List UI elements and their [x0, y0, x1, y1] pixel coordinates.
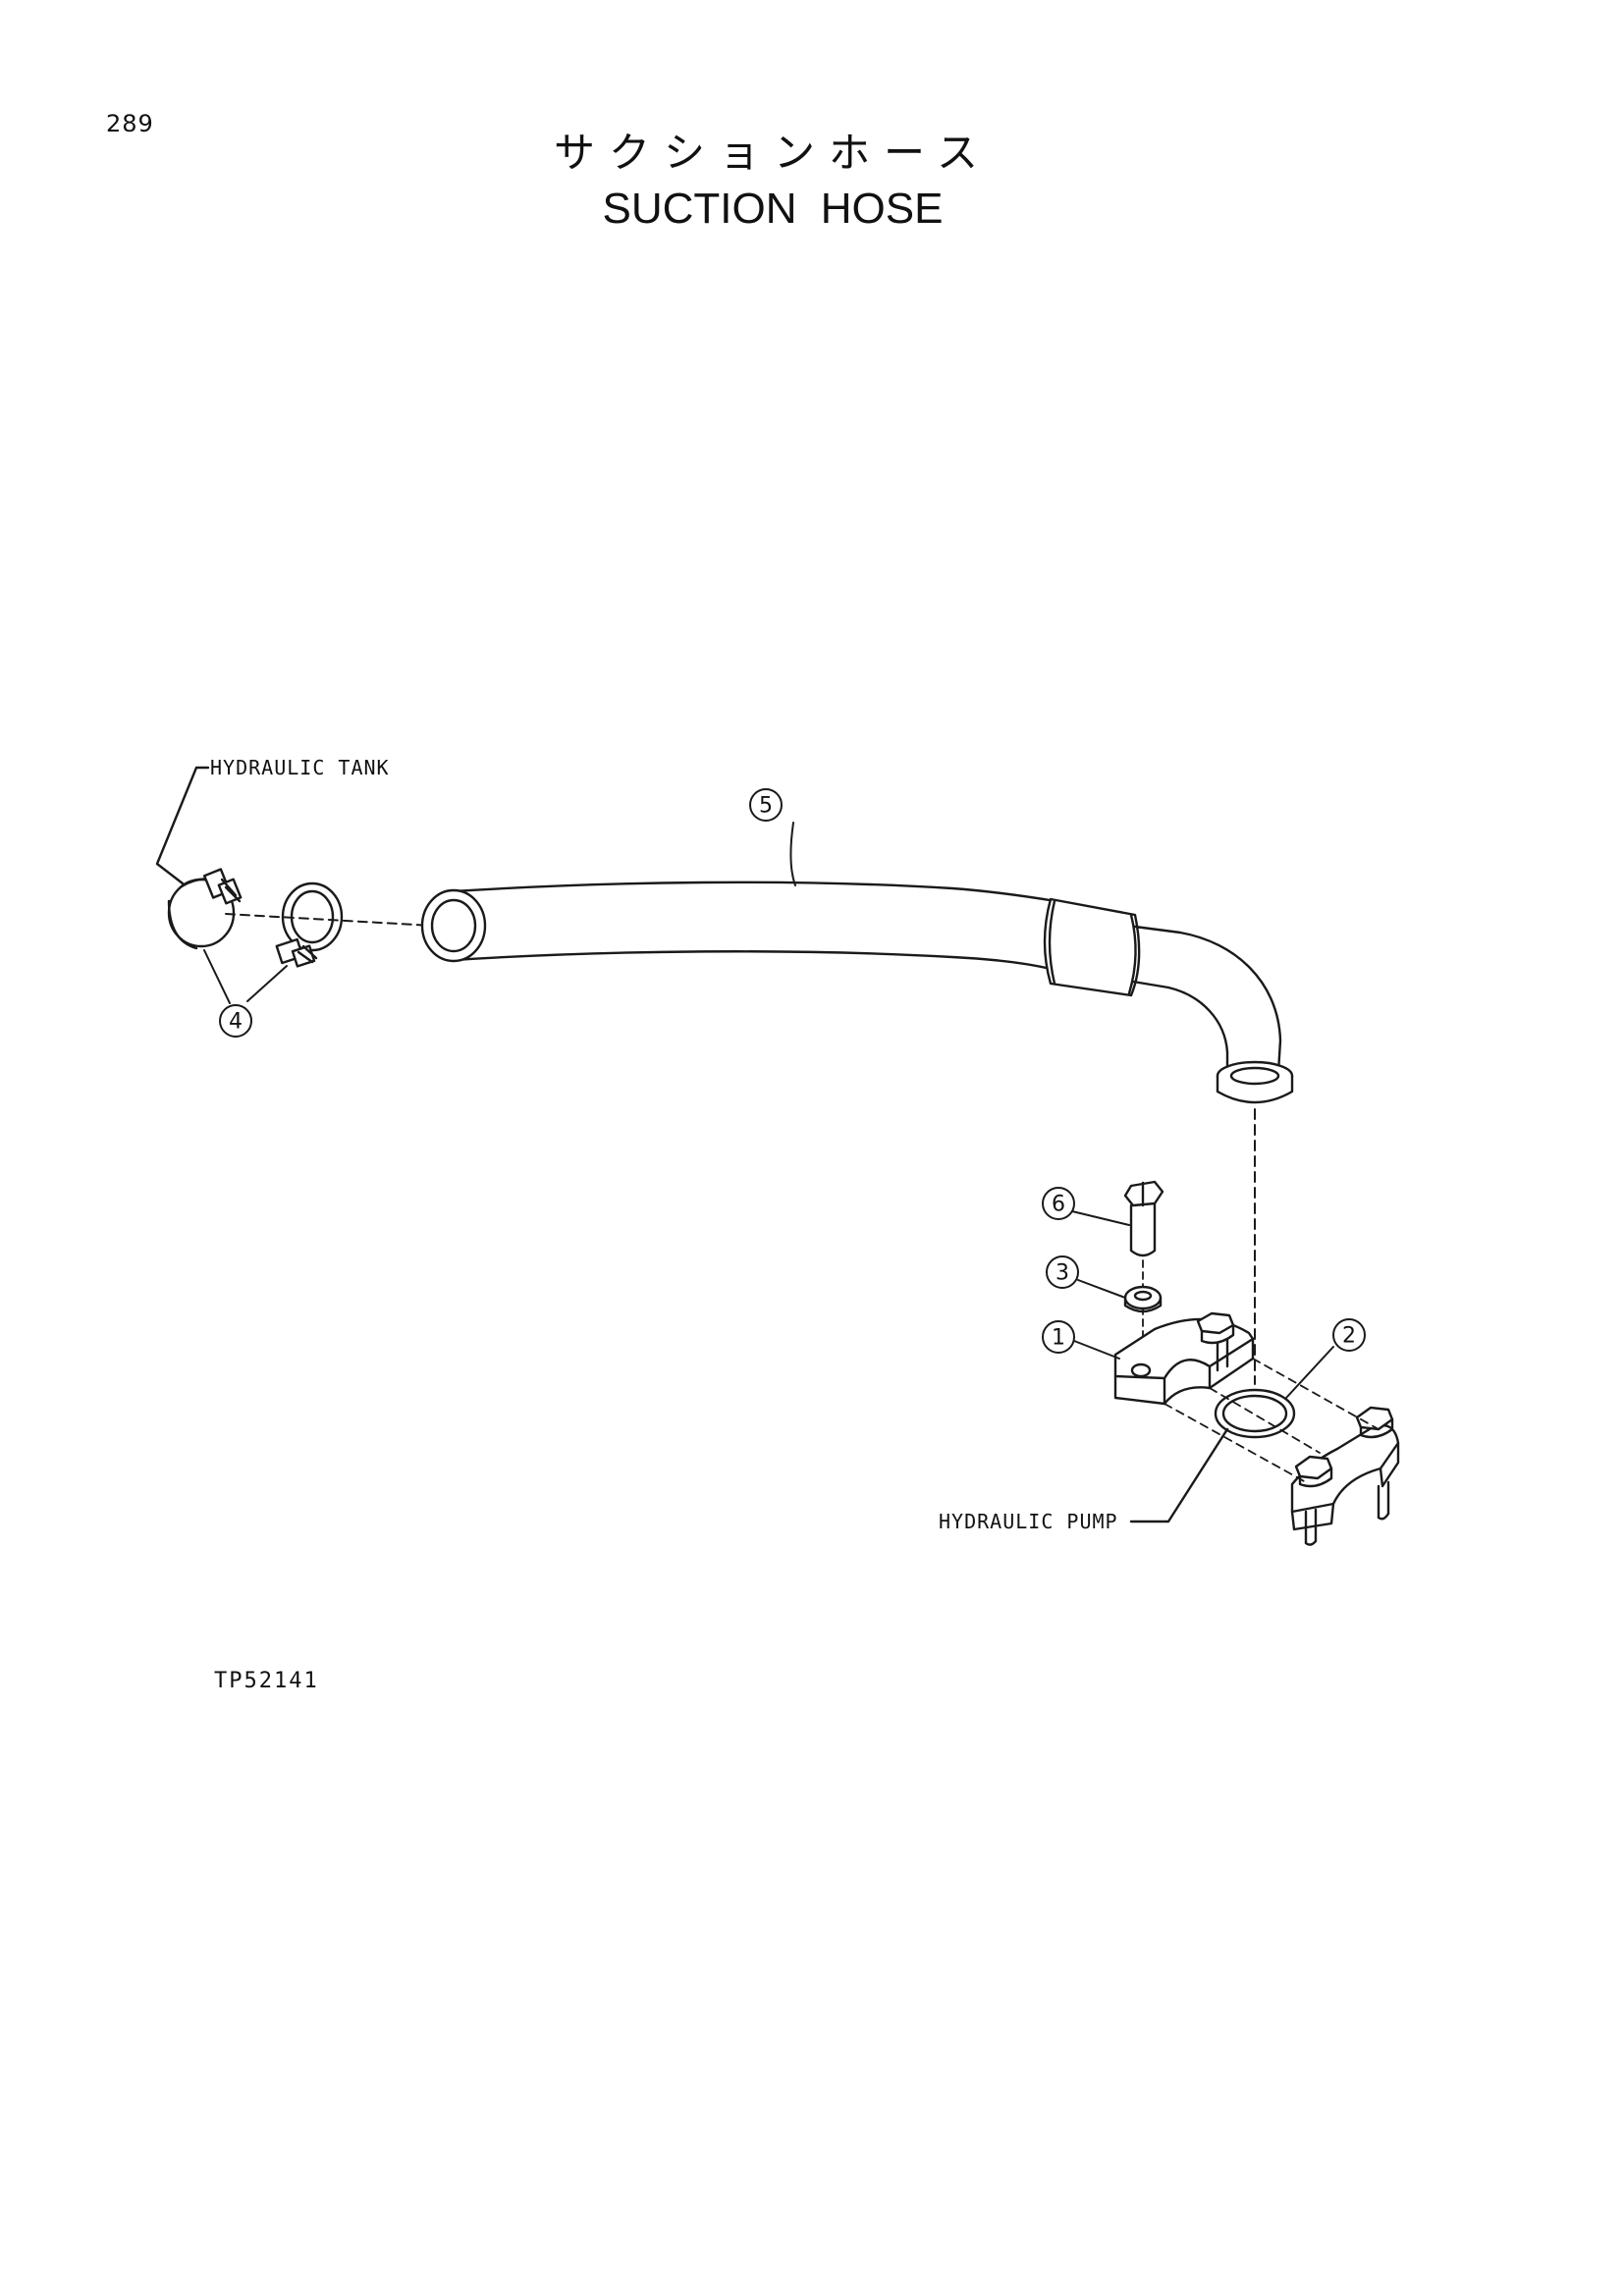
- page-number: 289: [106, 110, 154, 137]
- lock-washer: [1123, 1285, 1163, 1313]
- tank-leader-line: [155, 766, 210, 885]
- hose-clamp-a: [167, 868, 243, 950]
- callout-4: 4: [229, 1010, 243, 1035]
- hose-clamp-b: [275, 881, 344, 968]
- suction-hose: [420, 881, 1294, 1104]
- page-title: SUCTION HOSE: [602, 185, 944, 233]
- page-title-japanese: サクションホース: [554, 129, 992, 177]
- callout-circles: [219, 788, 1366, 1354]
- hydraulic-pump-label: HYDRAULIC PUMP: [939, 1510, 1118, 1533]
- hydraulic-tank-label: HYDRAULIC TANK: [210, 756, 390, 779]
- callout-2: 2: [1342, 1324, 1356, 1349]
- title-block: サクションホース SUCTION HOSE: [0, 126, 1545, 238]
- clamp-centerline: [225, 913, 433, 927]
- flange-alignment-lines: [1164, 1358, 1380, 1483]
- callout-3: 3: [1056, 1261, 1069, 1286]
- bolt: [1123, 1180, 1164, 1257]
- callout-6: 6: [1052, 1193, 1065, 1217]
- callout-1: 1: [1052, 1326, 1065, 1351]
- drawing-code: TP52141: [214, 1669, 319, 1693]
- split-flange-near: [1113, 1311, 1255, 1406]
- callout-5: 5: [759, 794, 773, 819]
- pump-leader-line: [1129, 1427, 1229, 1523]
- callout-leaders: [203, 822, 1334, 1399]
- split-flange-far: [1290, 1406, 1400, 1546]
